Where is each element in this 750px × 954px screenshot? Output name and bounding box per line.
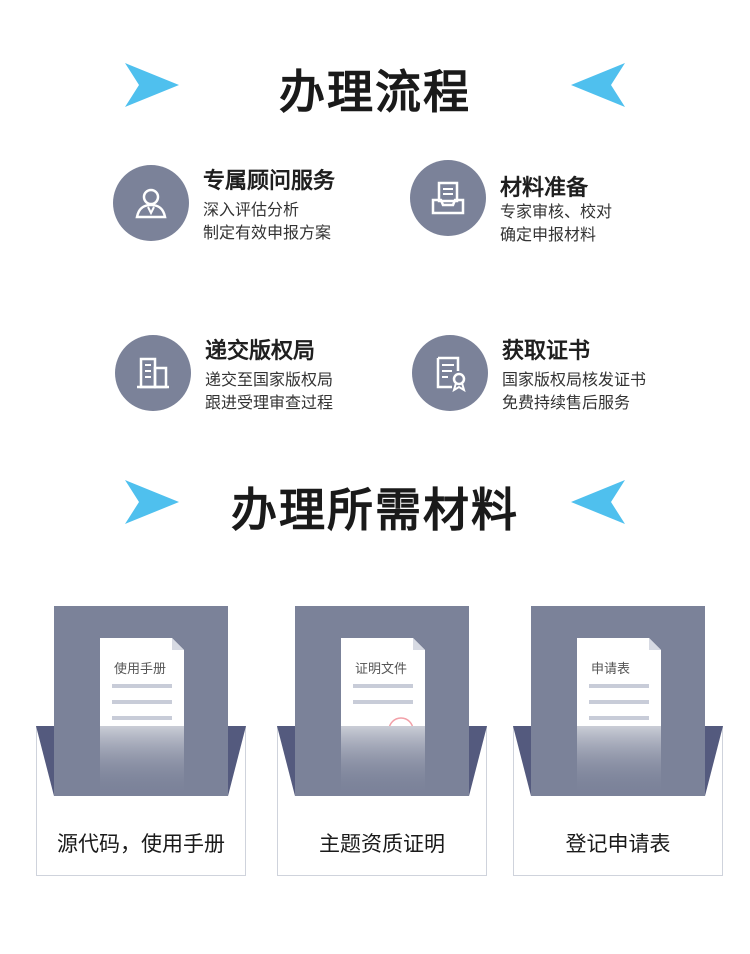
- document-label: 证明文件: [355, 662, 408, 677]
- arrow-right-icon: [125, 63, 179, 107]
- step-desc-line: 确定申报材料: [500, 225, 597, 244]
- step-desc-line: 跟进受理审查过程: [205, 393, 334, 412]
- certificate-icon: [412, 335, 488, 411]
- document-label: 使用手册: [114, 662, 167, 677]
- step-desc-line: 免费持续售后服务: [502, 393, 631, 412]
- document-label: 申请表: [591, 662, 631, 677]
- material-card-certificate: 证明文件 主题资质证明: [277, 606, 487, 876]
- step-desc-line: 制定有效申报方案: [203, 223, 332, 242]
- building-icon: [115, 335, 191, 411]
- step-title: 专属顾问服务: [203, 169, 336, 194]
- envelope-front: [54, 726, 228, 796]
- step-title: 递交版权局: [205, 339, 316, 364]
- step-title: 材料准备: [500, 176, 589, 201]
- inbox-document-icon: [410, 160, 486, 236]
- arrow-left-icon: [571, 480, 625, 524]
- process-section-title: 办理流程: [279, 65, 471, 119]
- step-desc-line: 国家版权局核发证书: [502, 370, 647, 389]
- material-card-manual: 使用手册 源代码，使用手册: [36, 606, 246, 876]
- material-caption: 主题资质证明: [319, 832, 445, 856]
- material-caption: 登记申请表: [565, 832, 671, 856]
- material-caption: 源代码，使用手册: [57, 832, 225, 856]
- materials-section-title: 办理所需材料: [231, 483, 519, 537]
- advisor-icon: [113, 165, 189, 241]
- envelope-front: [295, 726, 469, 796]
- step-desc-line: 递交至国家版权局: [205, 370, 334, 389]
- material-card-application: 申请表 登记申请表: [513, 606, 723, 876]
- envelope-front: [531, 726, 705, 796]
- arrow-left-icon: [571, 63, 625, 107]
- step-desc-line: 深入评估分析: [203, 200, 300, 219]
- step-desc-line: 专家审核、校对: [500, 202, 613, 221]
- arrow-right-icon: [125, 480, 179, 524]
- step-title: 获取证书: [502, 339, 591, 364]
